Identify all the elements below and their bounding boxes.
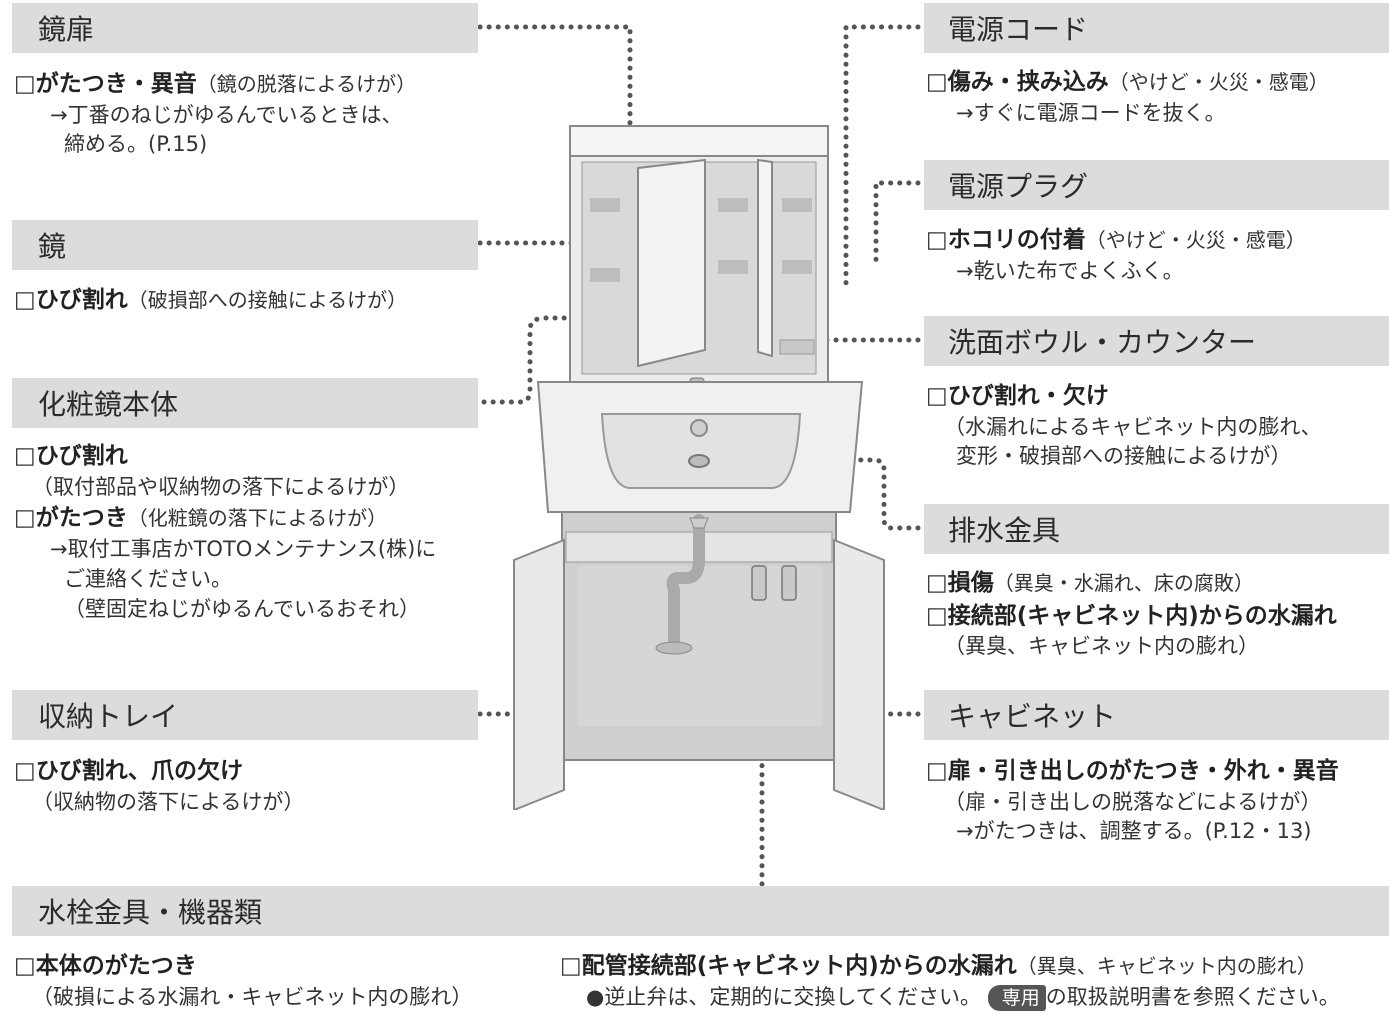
- checkbox-icon[interactable]: □: [926, 570, 948, 596]
- check-item: □ひび割れ・欠け: [926, 380, 1322, 413]
- water-valves: [751, 565, 797, 601]
- section-header-cabinet: キャビネット: [924, 690, 1389, 740]
- item-note: （異臭・水漏れ、床の腐敗）: [993, 571, 1254, 595]
- item-note: （やけど・火災・感電）: [1085, 228, 1306, 252]
- section-body-suisen-left: □本体のがたつき （破損による水漏れ・キャビネット内の膨れ）: [14, 950, 472, 1012]
- drain-pipe: [666, 514, 705, 646]
- check-item: □本体のがたつき: [14, 950, 472, 983]
- item-detail: （水漏れによるキャビネット内の膨れ、: [944, 414, 1322, 439]
- section-body-kyotobira: □がたつき・異音（鏡の脱落によるけが） →丁番のねじがゆるんでいるときは、 締め…: [14, 68, 416, 160]
- item-title: 損傷: [947, 570, 994, 596]
- section-body-bowl: □ひび割れ・欠け （水漏れによるキャビネット内の膨れ、 変形・破損部への接触によ…: [926, 380, 1322, 472]
- item-detail: →すぐに電源コードを抜く。: [956, 100, 1226, 125]
- check-item: □がたつき・異音（鏡の脱落によるけが）: [14, 68, 416, 101]
- item-title: ホコリの付着: [947, 227, 1086, 253]
- checkbox-icon[interactable]: □: [14, 287, 36, 313]
- section-body-dengen-cord: □傷み・挟み込み（やけど・火災・感電） →すぐに電源コードを抜く。: [926, 66, 1329, 128]
- checkbox-icon[interactable]: □: [926, 69, 948, 95]
- section-header-bowl: 洗面ボウル・カウンター: [924, 316, 1389, 366]
- checkbox-icon[interactable]: □: [560, 953, 582, 979]
- section-header-tray: 収納トレイ: [12, 690, 478, 740]
- check-item: □扉・引き出しのがたつき・外れ・異音: [926, 755, 1339, 788]
- checkbox-icon[interactable]: □: [14, 953, 36, 979]
- checkbox-icon[interactable]: □: [926, 383, 948, 409]
- checkbox-icon[interactable]: □: [926, 602, 948, 629]
- item-title: 接続部(キャビネット内)からの水漏れ: [947, 602, 1337, 629]
- item-title: ひび割れ: [35, 287, 128, 313]
- check-item: □ひび割れ（破損部への接触によるけが）: [14, 284, 407, 317]
- item-detail: 変形・破損部への接触によるけが）: [956, 444, 1292, 469]
- item-detail: （扉・引き出しの脱落などによるけが）: [944, 789, 1322, 814]
- section-header-haisui: 排水金具: [924, 504, 1389, 554]
- mirror-door: [637, 158, 706, 368]
- section-header-kagami: 鏡: [12, 220, 478, 270]
- item-detail: →乾いた布でよくふく。: [956, 258, 1184, 283]
- leader-keshoukyou: [481, 315, 583, 405]
- checkbox-icon[interactable]: □: [926, 758, 948, 784]
- section-header-suisen: 水栓金具・機器類: [12, 886, 1389, 936]
- bullet-text: ●逆止弁は、定期的に交換してください。: [586, 984, 982, 1009]
- drain: [688, 454, 710, 468]
- check-item: □ひび割れ: [14, 440, 436, 473]
- item-detail: （異臭、キャビネット内の膨れ）: [944, 634, 1259, 659]
- item-title: 傷み・挟み込み: [947, 69, 1109, 95]
- item-note: （化粧鏡の落下によるけが）: [127, 506, 388, 531]
- section-body-haisui: □損傷（異臭・水漏れ、床の腐敗） □接続部(キャビネット内)からの水漏れ （異臭…: [926, 567, 1337, 662]
- check-item: □損傷（異臭・水漏れ、床の腐敗）: [926, 567, 1337, 600]
- section-body-tray: □ひび割れ、爪の欠け （収納物の落下によるけが）: [14, 755, 304, 817]
- section-body-dengen-plug: □ホコリの付着（やけど・火災・感電） →乾いた布でよくふく。: [926, 224, 1306, 286]
- section-header-kyotobira: 鏡扉: [12, 3, 478, 53]
- check-item: □ホコリの付着（やけど・火災・感電）: [926, 224, 1306, 257]
- item-note: （異臭、キャビネット内の膨れ）: [1016, 954, 1317, 978]
- section-header-keshoukyou: 化粧鏡本体: [12, 378, 478, 428]
- item-title: ひび割れ・欠け: [947, 383, 1109, 409]
- cabinet-door-right: [833, 538, 885, 810]
- item-detail: →丁番のねじがゆるんでいるときは、: [50, 102, 403, 127]
- checkbox-icon[interactable]: □: [14, 443, 36, 469]
- item-detail: ●逆止弁は、定期的に交換してください。 専用の取扱説明書を参照ください。: [560, 983, 1340, 1013]
- item-title: 扉・引き出しのがたつき・外れ・異音: [947, 758, 1339, 784]
- item-note: （鏡の脱落によるけが）: [196, 72, 417, 96]
- item-detail: ご連絡ください。: [64, 566, 232, 591]
- leader-cord: [843, 24, 921, 293]
- check-item: □ひび割れ、爪の欠け: [14, 755, 304, 788]
- item-detail: （壁固定ねじがゆるんでいるおそれ）: [64, 596, 420, 621]
- leader-haisui: [697, 457, 921, 531]
- item-note: （やけど・火災・感電）: [1108, 70, 1329, 94]
- mirror-cabinet-top-light: [569, 125, 829, 157]
- section-body-cabinet: □扉・引き出しのがたつき・外れ・異音 （扉・引き出しの脱落などによるけが） →が…: [926, 755, 1339, 847]
- item-detail: （収納物の落下によるけが）: [32, 789, 305, 814]
- cabinet-door-left: [513, 538, 565, 810]
- item-detail: （破損による水漏れ・キャビネット内の膨れ）: [32, 984, 473, 1009]
- section-body-suisen-right: □配管接続部(キャビネット内)からの水漏れ（異臭、キャビネット内の膨れ） ●逆止…: [560, 950, 1340, 1012]
- item-title: 本体のがたつき: [35, 953, 197, 979]
- section-header-dengen-cord: 電源コード: [924, 3, 1389, 53]
- check-item: □接続部(キャビネット内)からの水漏れ: [926, 600, 1337, 633]
- item-detail: 締める。(P.15): [64, 132, 208, 157]
- vanity-illustration: [513, 125, 885, 810]
- item-title: がたつき: [35, 505, 128, 532]
- check-item: □がたつき（化粧鏡の落下によるけが）: [14, 502, 436, 535]
- section-header-dengen-plug: 電源プラグ: [924, 160, 1389, 210]
- item-title: ひび割れ: [35, 443, 128, 469]
- item-detail: →取付工事店かTOTOメンテナンス(株)に: [50, 537, 437, 562]
- section-body-keshoukyou: □ひび割れ （取付部品や収納物の落下によるけが） □がたつき（化粧鏡の落下による…: [14, 440, 436, 625]
- manual-reference-text: の取扱説明書を参照ください。: [1045, 984, 1340, 1009]
- item-title: 配管接続部(キャビネット内)からの水漏れ: [581, 953, 1017, 979]
- dedicated-badge: 専用: [987, 984, 1046, 1011]
- item-title: ひび割れ、爪の欠け: [35, 758, 243, 784]
- check-item: □配管接続部(キャビネット内)からの水漏れ（異臭、キャビネット内の膨れ）: [560, 950, 1340, 983]
- item-title: がたつき・異音: [35, 71, 197, 97]
- item-note: （破損部への接触によるけが）: [127, 288, 408, 312]
- checkbox-icon[interactable]: □: [14, 71, 36, 97]
- checkbox-icon[interactable]: □: [14, 758, 36, 784]
- item-detail: （取付部品や収納物の落下によるけが）: [32, 474, 410, 499]
- checkbox-icon[interactable]: □: [926, 227, 948, 253]
- section-body-kagami: □ひび割れ（破損部への接触によるけが）: [14, 284, 407, 317]
- item-detail: →がたつきは、調整する。(P.12・13): [956, 819, 1312, 844]
- wash-bowl: [600, 413, 802, 490]
- check-item: □傷み・挟み込み（やけど・火災・感電）: [926, 66, 1329, 99]
- checkbox-icon[interactable]: □: [14, 505, 36, 532]
